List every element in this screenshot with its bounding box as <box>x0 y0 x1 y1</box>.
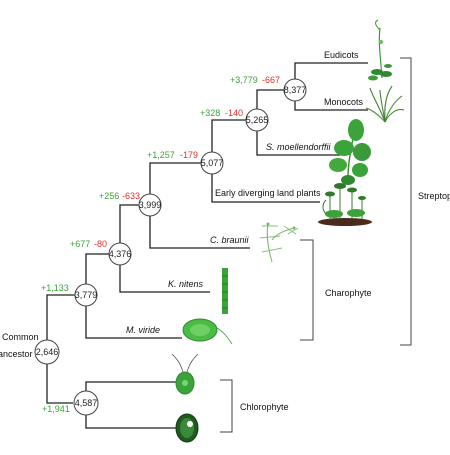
taxon-mviride: M. viride <box>126 325 160 335</box>
root-label-line1: Common <box>2 332 39 342</box>
branch-to-early-node <box>149 162 202 196</box>
chlorella-cell-icon <box>175 413 199 443</box>
taxon-cbraunii: C. braunii <box>210 235 250 245</box>
group-chlorophyte: Chlorophyte <box>240 402 289 412</box>
loss-angiosperm: -667 <box>262 75 280 85</box>
node-angiosperm-count: 8,377 <box>284 85 307 95</box>
node-cbraunii: 3,999 <box>138 193 162 217</box>
organism-illustrations <box>171 19 405 443</box>
streptophyte-bracket <box>400 57 412 346</box>
loss-knitens: -80 <box>94 239 107 249</box>
loss-cbraunii: -633 <box>122 191 140 201</box>
tree-nodes: 2,646 4,587 3,779 4,376 3,999 5,077 5,26… <box>34 78 307 416</box>
taxon-labels: Eudicots Monocots S. moellendorffii Earl… <box>0 50 364 359</box>
gain-knitens: +677 <box>70 239 90 249</box>
mesostigma-cell-icon <box>182 318 233 345</box>
branch-root-chloro <box>46 352 73 404</box>
gain-smoellendorffii: +328 <box>200 108 220 118</box>
branch-root-mviride <box>46 294 77 344</box>
node-early-land-count: 5,077 <box>201 158 224 168</box>
group-streptophyte: Streptop <box>418 191 450 201</box>
node-cbraunii-count: 3,999 <box>139 200 162 210</box>
gain-chlorophyte: +1,941 <box>42 404 70 414</box>
node-knitens-count: 4,376 <box>109 249 132 259</box>
node-angiosperm: 8,377 <box>283 78 307 102</box>
node-smoellendorffii: 5,265 <box>245 108 269 132</box>
node-smoellendorffii-count: 5,265 <box>246 115 269 125</box>
tree-branches <box>46 62 368 429</box>
eudicot-plant-icon <box>368 19 392 81</box>
branch-to-angio-node <box>256 89 285 111</box>
group-charophyte: Charophyte <box>325 288 372 298</box>
group-brackets: Streptop Charophyte Chlorophyte <box>220 57 450 433</box>
node-root: 2,646 <box>34 339 60 365</box>
selaginella-plant-icon <box>329 119 371 186</box>
loss-smoellendorffii: -140 <box>225 108 243 118</box>
branch-to-cbraunii-node <box>119 204 140 245</box>
branch-smoell-tip <box>256 129 340 156</box>
gain-angiosperm: +3,779 <box>230 75 258 85</box>
chlamydomonas-cell-icon <box>171 353 199 395</box>
gene-change-labels: +1,941 +1,133 +677 -80 +256 -633 +1,257 … <box>41 75 280 414</box>
taxon-knitens: K. nitens <box>168 279 204 289</box>
branch-cbraunii-tip <box>149 214 250 249</box>
taxon-monocots: Monocots <box>324 97 364 107</box>
root-label-line2: ancestor <box>0 349 33 359</box>
loss-early-land: -179 <box>180 150 198 160</box>
branch-monocots <box>294 99 368 111</box>
gain-early-land: +1,257 <box>147 150 175 160</box>
node-mviride-count: 3,779 <box>75 290 98 300</box>
node-mviride: 3,779 <box>74 283 98 307</box>
chara-plant-icon <box>259 222 299 263</box>
klebsormidium-filament-icon <box>222 268 228 314</box>
branch-to-knitens-node <box>85 253 110 286</box>
gain-cbraunii: +256 <box>99 191 119 201</box>
gain-mviride: +1,133 <box>41 283 69 293</box>
branch-chloro-upper <box>85 381 185 394</box>
branch-knitens-tip <box>119 263 210 293</box>
branch-to-smoell-node <box>211 119 246 154</box>
branch-early-tip <box>211 172 320 203</box>
branch-eudicots <box>294 62 368 81</box>
branch-chloro-lower <box>85 412 185 429</box>
node-chlorophyte: 4,587 <box>73 390 99 416</box>
node-knitens: 4,376 <box>108 242 132 266</box>
node-root-count: 2,646 <box>36 347 59 357</box>
node-chlorophyte-count: 4,587 <box>75 398 98 408</box>
moss-plant-icon <box>318 183 372 226</box>
taxon-early-land: Early diverging land plants <box>215 188 321 198</box>
monocot-plant-icon <box>365 85 405 123</box>
branch-mviride-tip <box>85 304 182 339</box>
chlorophyte-bracket <box>220 379 233 433</box>
taxon-eudicots: Eudicots <box>324 50 359 60</box>
node-early-land: 5,077 <box>200 151 224 175</box>
charophyte-bracket <box>300 239 314 341</box>
taxon-smoellendorffii: S. moellendorffii <box>266 142 332 152</box>
